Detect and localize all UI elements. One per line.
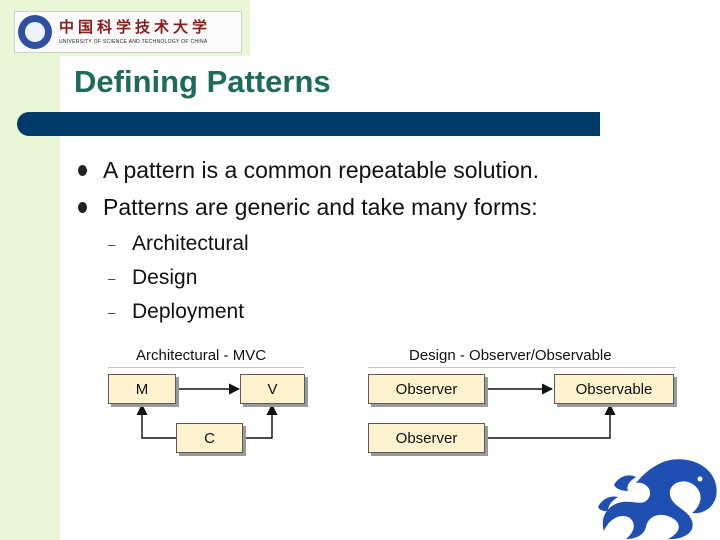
slide-title: Defining Patterns: [74, 64, 331, 99]
bullet-text: A pattern is a common repeatable solutio…: [103, 156, 539, 183]
title-underline-bar: [17, 112, 600, 136]
bullet-dot-icon: [78, 164, 87, 176]
dragon-logo-icon: [598, 459, 717, 540]
bullet-dot-icon: [78, 201, 87, 213]
bullet-item: A pattern is a common repeatable solutio…: [78, 155, 539, 185]
sub-bullet-text: Architectural: [132, 232, 249, 255]
observer-diagram-title: Design - Observer/Observable: [409, 347, 612, 364]
c-to-m-arrow: [136, 403, 176, 439]
sub-bullet-text: Deployment: [132, 300, 245, 323]
dash-icon: –: [108, 236, 116, 252]
sub-bullet-item: – Design: [108, 265, 197, 291]
observer2-to-observable-arrow: [486, 403, 616, 439]
c-to-v-arrow: [244, 403, 278, 439]
sub-bullet-item: – Architectural: [108, 231, 249, 257]
dash-icon: –: [108, 270, 116, 286]
sub-bullet-item: – Deployment: [108, 299, 244, 325]
mvc-view-box: V: [240, 374, 305, 404]
mvc-model-box: M: [108, 374, 176, 404]
dash-icon: –: [108, 304, 116, 320]
university-seal-icon: [18, 15, 52, 49]
bullet-item: Patterns are generic and take many forms…: [78, 192, 538, 222]
university-logo: 中国科学技术大学 UNIVERSITY OF SCIENCE AND TECHN…: [14, 11, 242, 53]
mvc-title-rule: [108, 367, 304, 368]
left-accent-band: [0, 0, 60, 540]
observer-box-top: Observer: [368, 374, 485, 404]
mvc-diagram-title: Architectural - MVC: [136, 347, 267, 364]
logo-name-en: UNIVERSITY OF SCIENCE AND TECHNOLOGY OF …: [59, 39, 208, 45]
observer-title-rule: [368, 367, 676, 368]
sub-bullet-text: Design: [132, 266, 198, 289]
mvc-controller-box: C: [176, 423, 243, 453]
logo-name-cn: 中国科学技术大学: [59, 18, 212, 34]
bullet-text: Patterns are generic and take many forms…: [103, 193, 538, 220]
observer-box-bottom: Observer: [368, 423, 485, 453]
observable-box: Observable: [554, 374, 674, 404]
